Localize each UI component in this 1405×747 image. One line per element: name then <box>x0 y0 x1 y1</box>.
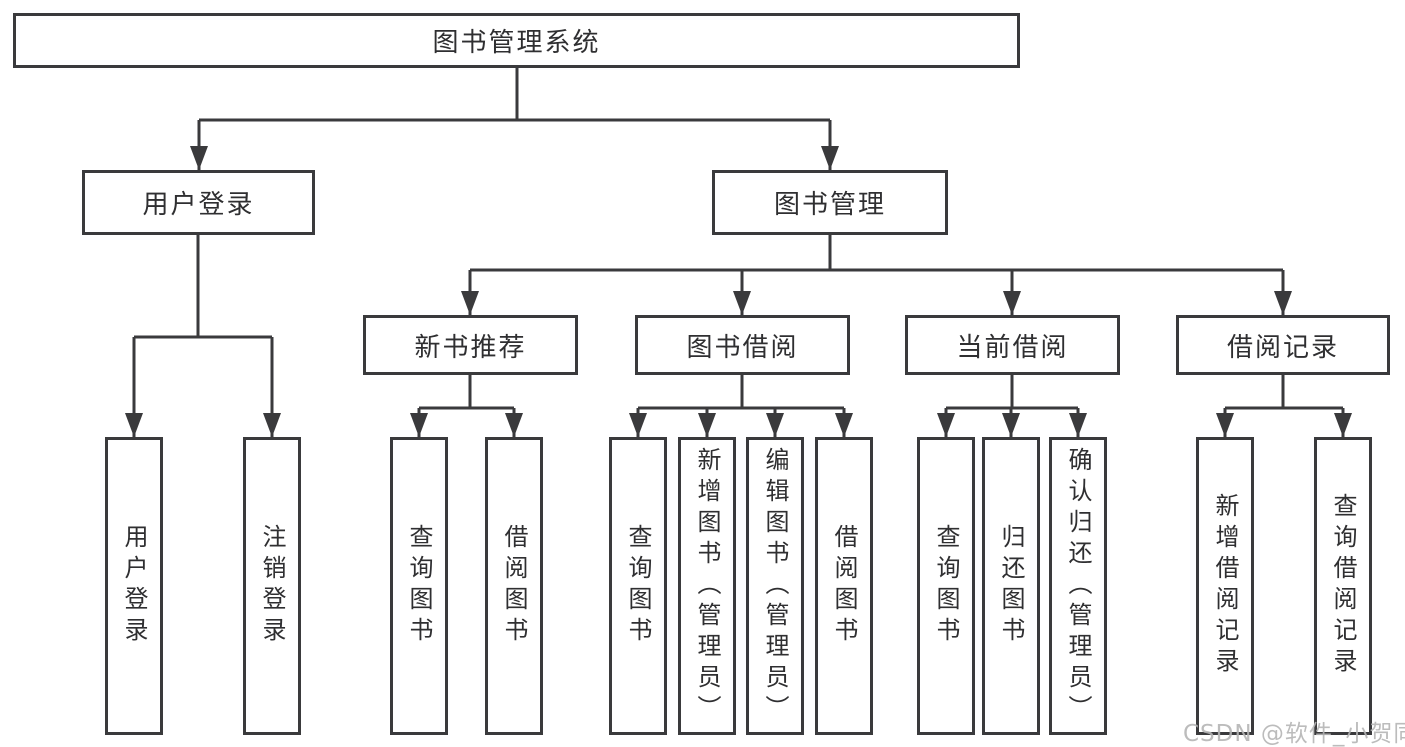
leaf-edit-books-admin-label: 编辑图书（管理员） <box>761 446 789 726</box>
leaf-borrow-books-borrowing: 借阅图书 <box>815 437 873 735</box>
leaf-query-books-current: 查询图书 <box>917 437 975 735</box>
node-book-management: 图书管理 <box>712 170 948 235</box>
node-borrowing-records-label: 借阅记录 <box>1226 332 1339 363</box>
leaf-user-login: 用户登录 <box>105 437 163 735</box>
node-user-login: 用户登录 <box>82 170 315 235</box>
node-book-borrowing-label: 图书借阅 <box>686 332 799 363</box>
leaf-borrow-books-newbooks-label: 借阅图书 <box>500 524 528 648</box>
csdn-watermark: CSDN @软件_小贺同学 <box>1183 721 1405 747</box>
node-library-system: 图书管理系统 <box>13 13 1020 68</box>
node-new-book-recommend: 新书推荐 <box>363 315 578 375</box>
leaf-add-books-admin: 新增图书（管理员） <box>678 437 736 735</box>
node-user-login-label: 用户登录 <box>142 190 255 220</box>
node-new-book-recommend-label: 新书推荐 <box>414 332 527 363</box>
leaf-query-borrow-record-label: 查询借阅记录 <box>1329 493 1357 679</box>
node-book-management-label: 图书管理 <box>773 190 886 220</box>
leaf-query-books-newbooks-label: 查询图书 <box>405 524 433 648</box>
leaf-query-books-newbooks: 查询图书 <box>390 437 448 735</box>
leaf-borrow-books-newbooks: 借阅图书 <box>485 437 543 735</box>
leaf-logout-label: 注销登录 <box>258 524 286 648</box>
leaf-logout: 注销登录 <box>243 437 301 735</box>
node-current-borrowing: 当前借阅 <box>905 315 1120 375</box>
node-current-borrowing-label: 当前借阅 <box>956 332 1069 363</box>
leaf-query-books-borrowing: 查询图书 <box>609 437 667 735</box>
leaf-return-books: 归还图书 <box>982 437 1040 735</box>
node-library-system-label: 图书管理系统 <box>432 28 601 58</box>
leaf-query-books-borrowing-label: 查询图书 <box>624 524 652 648</box>
leaf-edit-books-admin: 编辑图书（管理员） <box>746 437 804 735</box>
leaf-return-books-label: 归还图书 <box>997 524 1025 648</box>
leaf-confirm-return-admin-label: 确认归还（管理员） <box>1064 446 1092 726</box>
leaf-confirm-return-admin: 确认归还（管理员） <box>1049 437 1107 735</box>
leaf-query-books-current-label: 查询图书 <box>932 524 960 648</box>
leaf-borrow-books-borrowing-label: 借阅图书 <box>830 524 858 648</box>
leaf-add-borrow-record: 新增借阅记录 <box>1196 437 1254 735</box>
leaf-user-login-label: 用户登录 <box>120 524 148 648</box>
node-book-borrowing: 图书借阅 <box>635 315 850 375</box>
leaf-query-borrow-record: 查询借阅记录 <box>1314 437 1372 735</box>
leaf-add-books-admin-label: 新增图书（管理员） <box>693 446 721 726</box>
node-borrowing-records: 借阅记录 <box>1176 315 1390 375</box>
leaf-add-borrow-record-label: 新增借阅记录 <box>1211 493 1239 679</box>
